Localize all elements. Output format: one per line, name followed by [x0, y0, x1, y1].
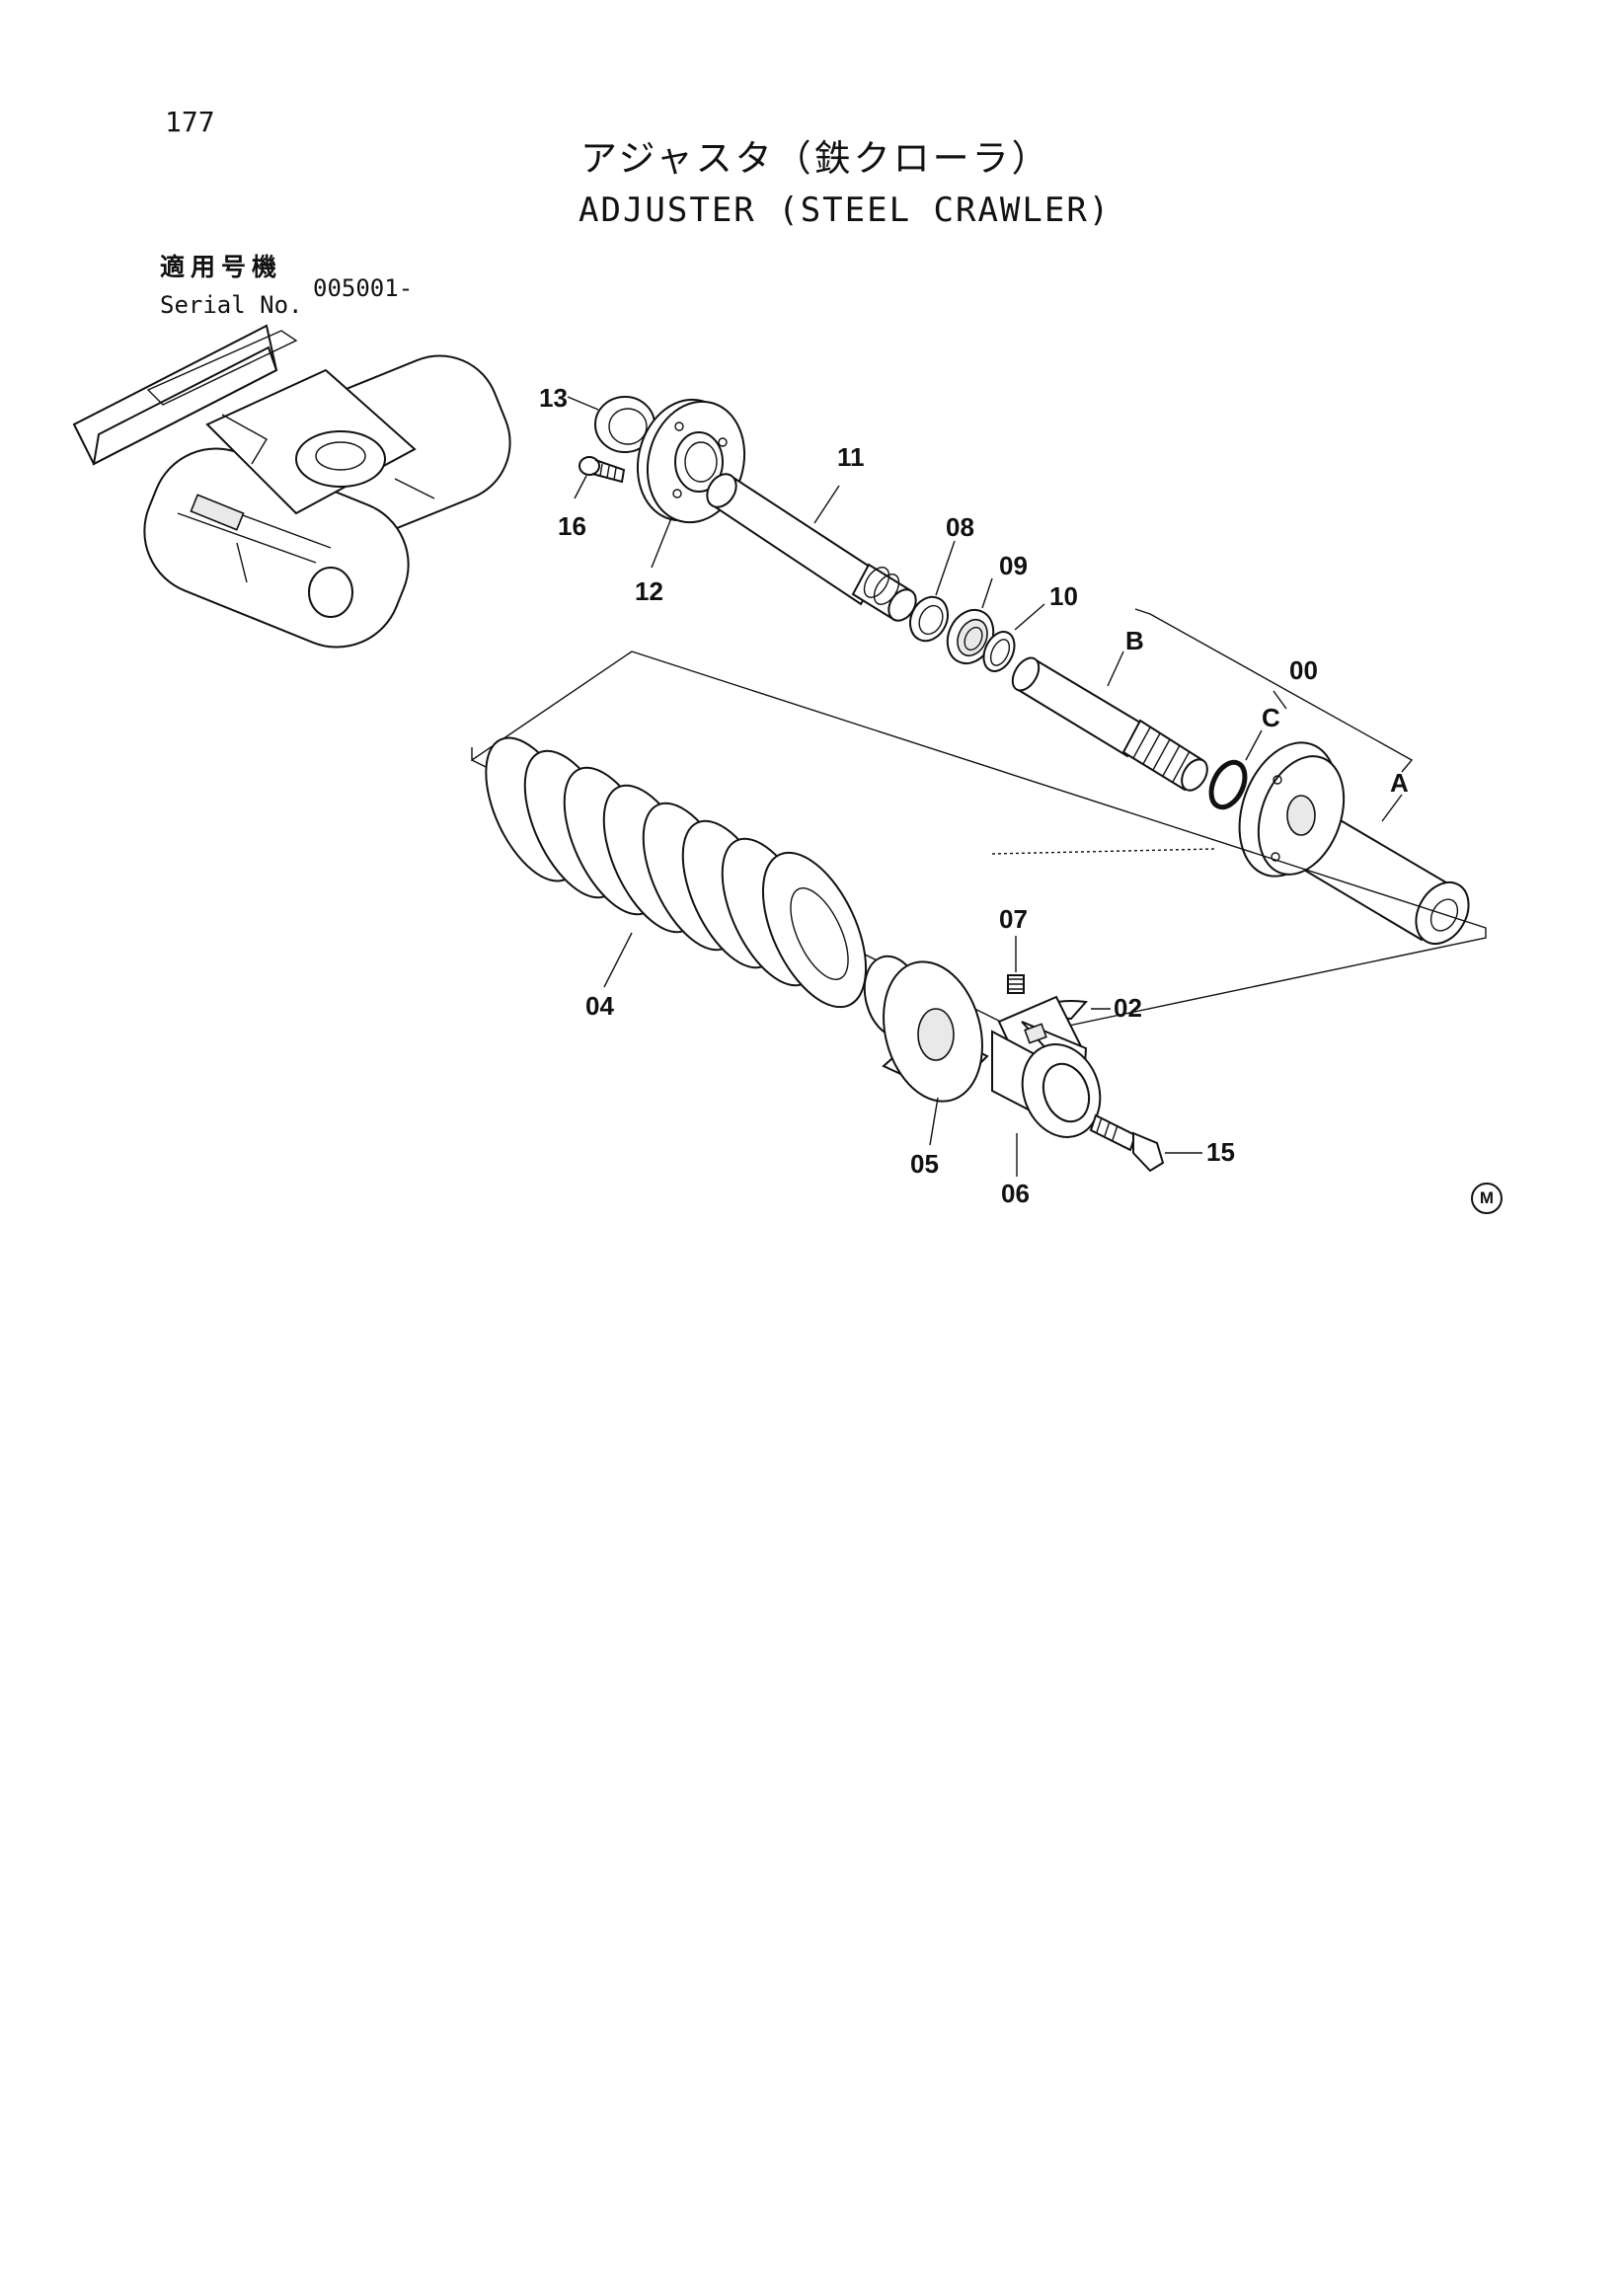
- callout-04: 04: [585, 991, 614, 1021]
- callout-13: 13: [539, 383, 568, 413]
- callout-16: 16: [558, 511, 586, 541]
- serial-label-english: Serial No.: [160, 291, 303, 319]
- assembly-00-bracket: [1134, 608, 1414, 773]
- excavator-thumbnail-illustration: [72, 324, 511, 649]
- part-09-packing: [946, 577, 995, 665]
- callout-00: 00: [1289, 655, 1318, 685]
- callout-02: 02: [1114, 993, 1142, 1023]
- part-c-o-ring: [1208, 729, 1263, 810]
- part-15-grease-fitting: [1089, 1113, 1202, 1173]
- part-05-spring-seat: [863, 955, 989, 1146]
- callout-a: A: [1390, 768, 1409, 798]
- page-number: 177: [165, 106, 215, 138]
- part-10-backup-ring: [982, 603, 1045, 672]
- callout-08: 08: [946, 512, 974, 542]
- callout-12: 12: [635, 576, 663, 606]
- serial-number-value: 005001-: [313, 274, 414, 302]
- part-06-adjuster-block: [991, 995, 1102, 1177]
- manufacturer-mark: M: [1471, 1183, 1503, 1214]
- part-a-cylinder-body: [1238, 741, 1470, 945]
- callout-b: B: [1125, 626, 1144, 655]
- serial-label-japanese: 適用号機: [160, 253, 283, 281]
- callout-10: 10: [1049, 581, 1078, 611]
- callout-07: 07: [999, 904, 1028, 934]
- callout-15: 15: [1206, 1137, 1235, 1167]
- part-11-cylinder: [706, 473, 917, 622]
- part-16-bolt: [574, 456, 626, 499]
- callout-09: 09: [999, 551, 1028, 580]
- callout-05: 05: [910, 1149, 939, 1179]
- callout-c: C: [1262, 703, 1280, 732]
- part-08-snap-ring: [909, 540, 956, 643]
- part-07-set-screw: [1007, 936, 1025, 994]
- callout-11: 11: [837, 442, 865, 472]
- callout-06: 06: [1001, 1179, 1030, 1208]
- page-title-english: ADJUSTER (STEEL CRAWLER): [579, 191, 1112, 230]
- part-04-coil-spring: [485, 736, 868, 1009]
- page-title-japanese: アジャスタ（鉄クローラ）: [580, 137, 1051, 180]
- part-b-piston-rod: [1011, 651, 1208, 792]
- part-13-seal: [567, 396, 656, 453]
